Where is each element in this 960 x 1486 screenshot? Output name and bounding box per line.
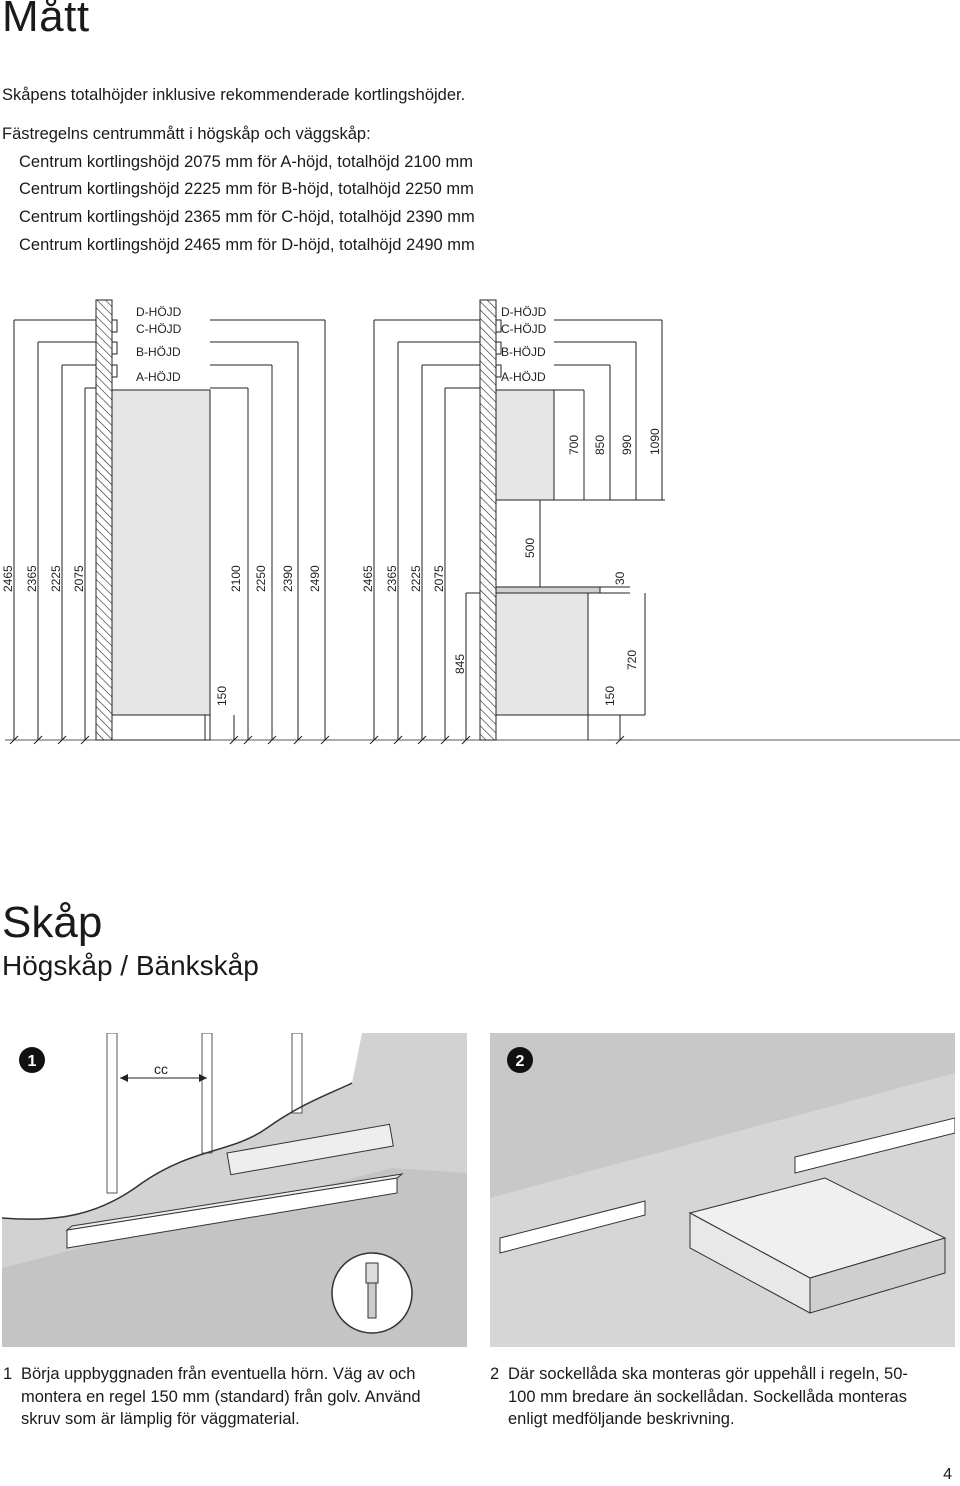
label-c-hojd: C-HÖJD (136, 322, 182, 336)
dim-label: 845 (453, 654, 467, 674)
label-d-hojd: D-HÖJD (136, 305, 182, 319)
dim-label: 700 (567, 435, 581, 455)
step-badge-number: 1 (28, 1053, 37, 1070)
dim-label: 990 (620, 435, 634, 455)
page-title: Mått (2, 0, 90, 41)
dim-label: 2225 (49, 565, 63, 592)
dim-label: 720 (625, 650, 639, 670)
intro-line-1: Skåpens totalhöjder inklusive rekommende… (2, 86, 466, 104)
step-2: 2 Där sockellåda ska monteras gör uppehå… (490, 1363, 935, 1431)
dim-label: 2250 (254, 565, 268, 592)
section-subtitle: Högskåp / Bänkskåp (2, 950, 259, 981)
step-badge (507, 1047, 533, 1073)
intro-text: Skåpens totalhöjder inklusive rekommende… (2, 86, 465, 105)
step-badge-number: 2 (516, 1053, 525, 1070)
dim-label: 150 (215, 686, 229, 706)
label-a-hojd: A-HÖJD (136, 370, 181, 384)
dim-label: 1090 (648, 428, 662, 455)
dim-label: 2365 (385, 565, 399, 592)
dim-label: 150 (603, 686, 617, 706)
dimension-diagram: D-HÖJD C-HÖJD B-HÖJD A-HÖJD D-HÖJD C-HÖJ… (1, 299, 960, 745)
step-number: 1 (3, 1365, 13, 1383)
wall-cabinet (495, 389, 555, 501)
label-a-hojd: A-HÖJD (501, 370, 546, 384)
dim-label: 2075 (432, 565, 446, 592)
dim-label: 2490 (308, 565, 322, 592)
dim-label: 2465 (1, 565, 15, 592)
step-badge (19, 1047, 45, 1073)
step-1: 1 Börja uppbyggnaden från eventuella hör… (3, 1363, 448, 1431)
dim-label: 2100 (229, 565, 243, 592)
step-number: 2 (490, 1365, 500, 1383)
cc-label: cc (154, 1061, 168, 1077)
dim-label: 30 (613, 571, 627, 585)
label-b-hojd: B-HÖJD (501, 345, 546, 359)
step-text: Börja uppbyggnaden från eventuella hörn.… (21, 1365, 421, 1428)
page-number: 4 (943, 1466, 952, 1483)
illustration-2: 2 (490, 1033, 955, 1347)
section-title: Skåp (2, 898, 103, 947)
label-b-hojd: B-HÖJD (136, 345, 181, 359)
spec-line: Centrum kortlingshöjd 2465 mm för D-höjd… (19, 235, 475, 254)
dim-label: 850 (593, 435, 607, 455)
dim-label: 2075 (72, 565, 86, 592)
dim-label: 2365 (25, 565, 39, 592)
dim-label: 2390 (281, 565, 295, 592)
worktop (495, 586, 601, 594)
label-d-hojd: D-HÖJD (501, 305, 547, 319)
wall-hatch-right (479, 299, 497, 741)
base-cabinet (495, 592, 589, 716)
dim-label: 2465 (361, 565, 375, 592)
dim-label: 500 (523, 538, 537, 558)
spec-list: Fästregelns centrummått i högskåp och vä… (2, 121, 475, 260)
label-c-hojd: C-HÖJD (501, 322, 547, 336)
dim-label: 2225 (409, 565, 423, 592)
spec-line: Centrum kortlingshöjd 2365 mm för C-höjd… (19, 208, 475, 227)
wall-hatch-left (95, 299, 113, 741)
spec-line: Centrum kortlingshöjd 2075 mm för A-höjd… (19, 152, 473, 171)
spec-line: Centrum kortlingshöjd 2225 mm för B-höjd… (19, 180, 474, 199)
step-text: Där sockellåda ska monteras gör uppehåll… (508, 1365, 908, 1428)
intro-line-2: Fästregelns centrummått i högskåp och vä… (2, 125, 371, 143)
tall-cabinet (111, 389, 211, 716)
illustration-1: cc 1 (2, 1033, 467, 1347)
